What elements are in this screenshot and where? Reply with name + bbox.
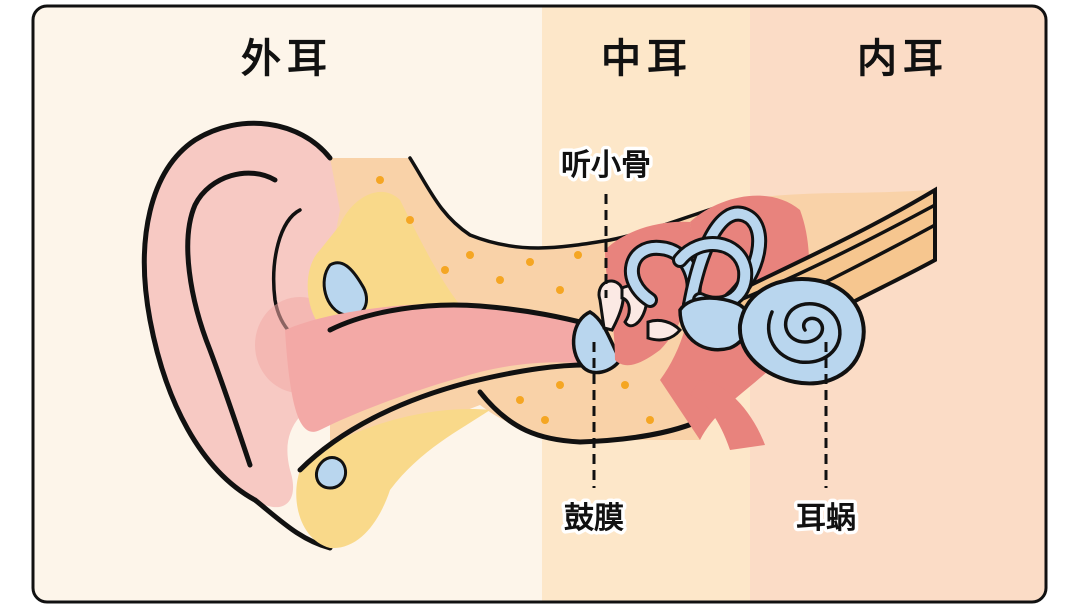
bone-dot xyxy=(376,176,384,184)
bone-dot xyxy=(496,276,504,284)
eardrum-membrane xyxy=(571,310,623,375)
bone-dot xyxy=(541,416,549,424)
bone-dot xyxy=(441,266,449,274)
inner-ear-title: 内耳 xyxy=(857,36,949,82)
diagram-frame xyxy=(31,4,1048,604)
bone-dot xyxy=(516,396,524,404)
cochlea xyxy=(737,277,866,386)
cartilage-lower xyxy=(296,409,490,549)
eustachian-region xyxy=(690,380,765,450)
ear-canal xyxy=(285,303,595,432)
cochlea-body xyxy=(737,277,866,386)
ear-canal-upper-wall xyxy=(327,302,595,333)
eardrum-label: 鼓膜 xyxy=(564,501,624,536)
helix-fold xyxy=(185,170,278,468)
ear-illustration xyxy=(141,120,937,551)
bone-texture-dots xyxy=(376,176,684,424)
bone-dot xyxy=(466,251,474,259)
ossicles-label: 听小骨 xyxy=(561,148,651,183)
bone-dot xyxy=(406,216,414,224)
fluid-pocket-lower xyxy=(314,456,347,490)
stapes xyxy=(646,318,683,342)
ear-canal-lower-wall xyxy=(297,362,599,473)
outer-ear-title: 外耳 xyxy=(241,36,333,82)
cochlea-spiral xyxy=(766,302,842,364)
bone-dot xyxy=(621,381,629,389)
auricle-rim xyxy=(141,120,333,551)
bone-dot xyxy=(646,416,654,424)
fluid-pocket-upper xyxy=(322,261,368,318)
bone-dot xyxy=(574,251,582,259)
bone-dot xyxy=(556,381,564,389)
bone-dot xyxy=(556,286,564,294)
bone-dot xyxy=(526,258,534,266)
cochlea-label: 耳蜗 xyxy=(796,501,856,536)
middle-ear-title: 中耳 xyxy=(601,36,693,82)
